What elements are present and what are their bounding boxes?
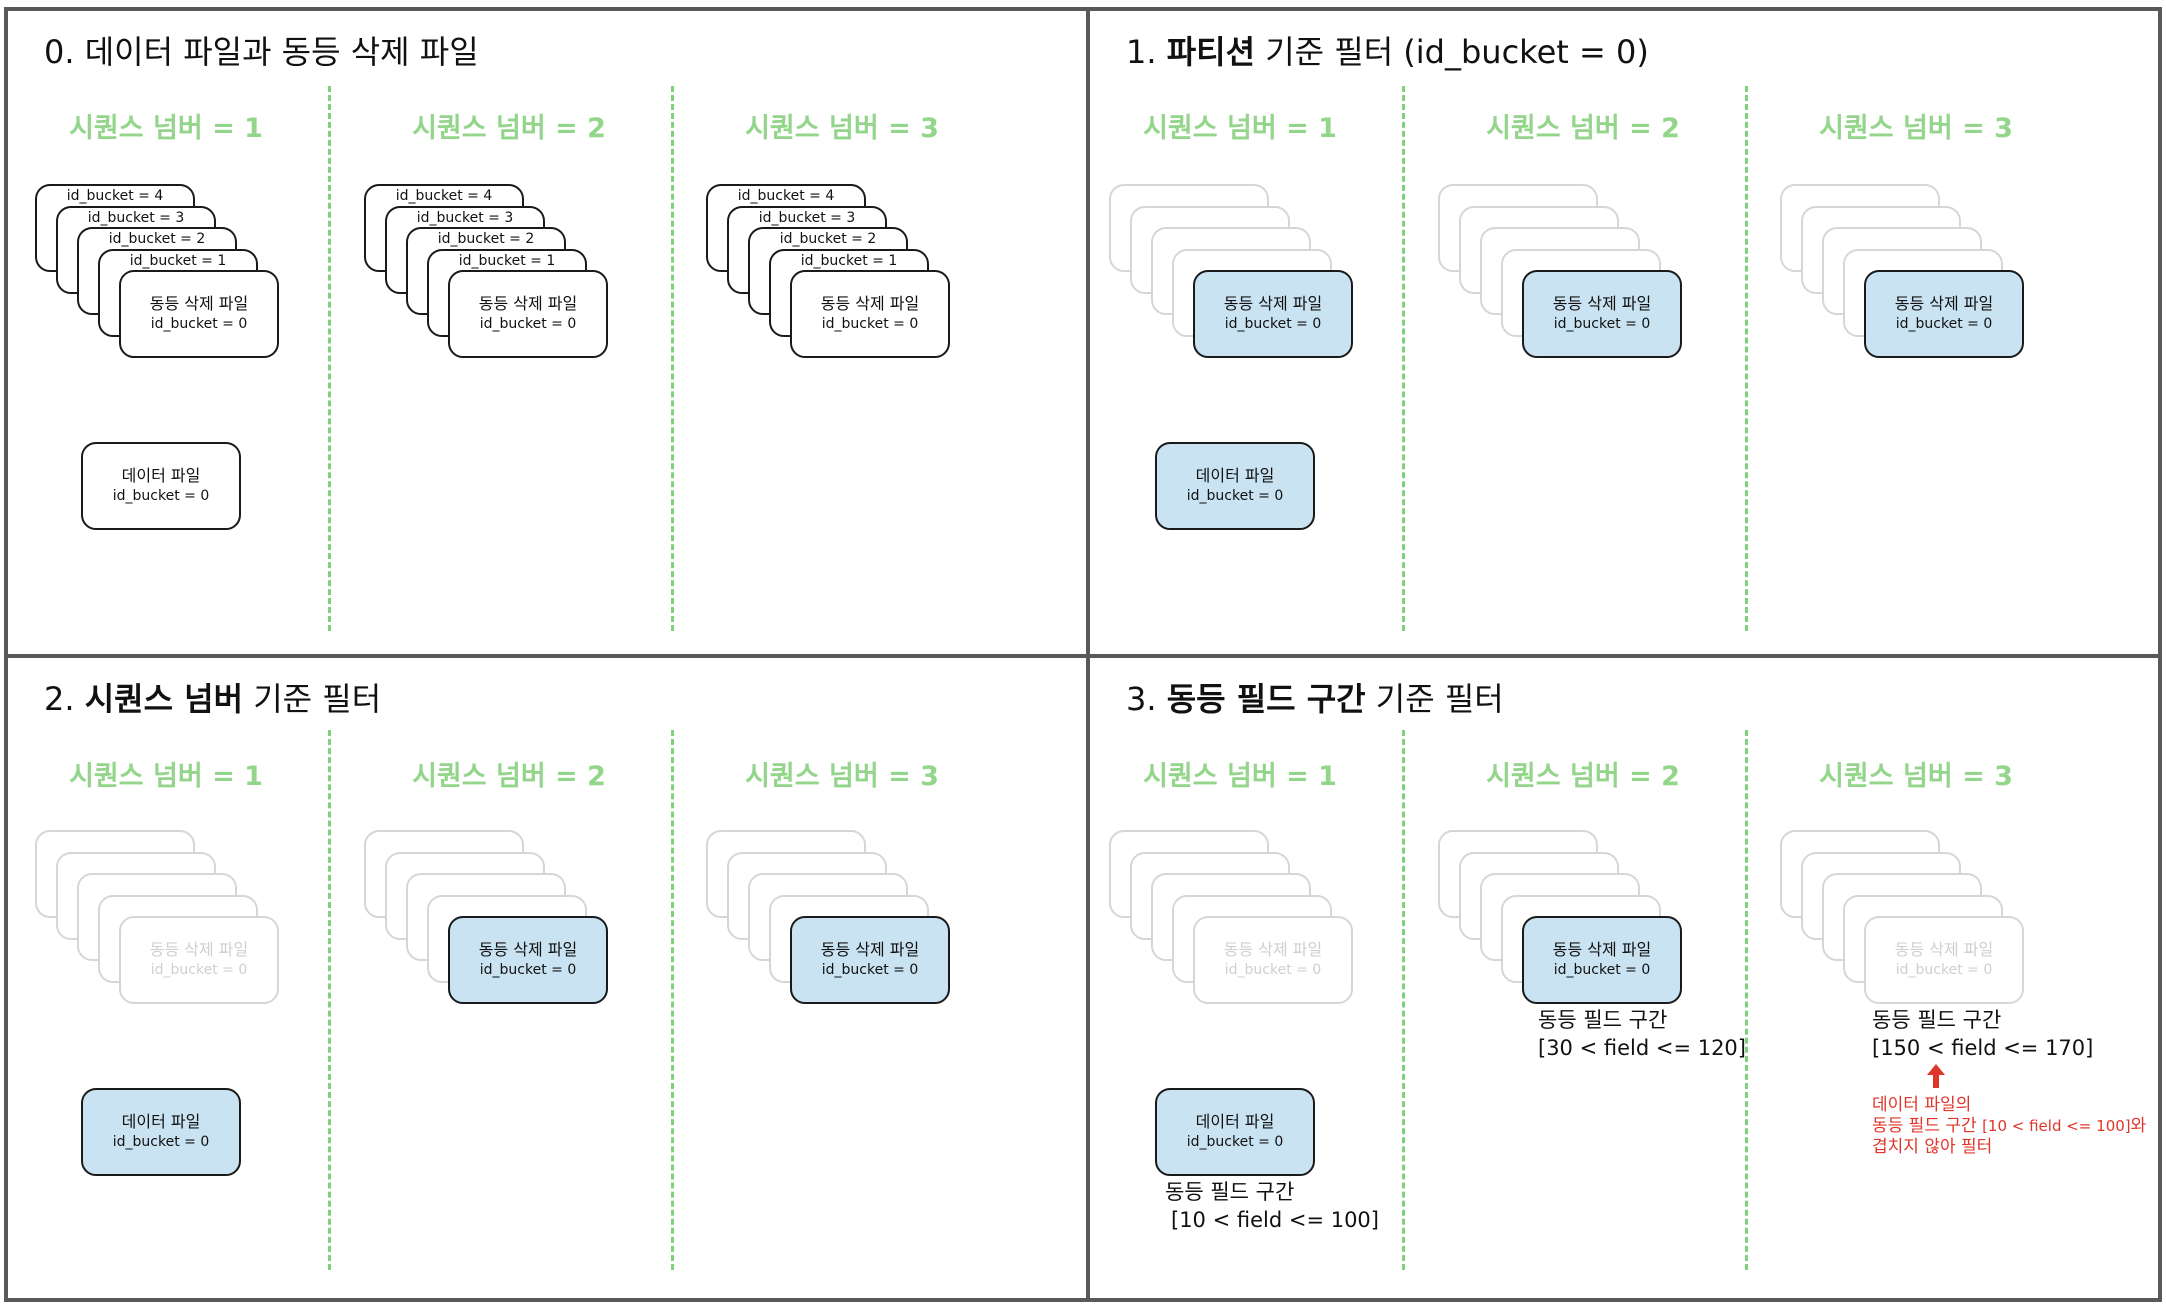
- delete-file-bucket0: 동등 삭제 파일 id_bucket = 0: [448, 916, 608, 1004]
- filter-note-line2: 동등 필드 구간 [10 < field <= 100]와: [1872, 1116, 2147, 1136]
- seq-label-1: 시퀀스 넘버 = 1: [69, 113, 263, 144]
- file-label: 데이터 파일: [121, 466, 201, 485]
- file-label: 데이터 파일: [121, 1112, 201, 1131]
- seq-divider: [1745, 730, 1748, 1270]
- file-label: 데이터 파일: [1195, 1112, 1275, 1131]
- bucket-label: id_bucket = 0: [1895, 316, 1993, 332]
- arrow-up-icon: [1927, 1064, 1945, 1088]
- file-label: 동등 삭제 파일: [1894, 294, 1994, 313]
- filter-note-line3: 겹치지 않아 필터: [1872, 1137, 1993, 1157]
- seq-divider: [1745, 86, 1748, 631]
- seq3-range-label: 동등 필드 구간: [1872, 1008, 2002, 1032]
- seq-label-2: 시퀀스 넘버 = 2: [412, 113, 606, 144]
- data-file: 데이터 파일 id_bucket = 0: [1155, 442, 1315, 530]
- file-label: 동등 삭제 파일: [478, 940, 578, 959]
- filter-note-line1: 데이터 파일의: [1872, 1095, 1972, 1115]
- seq2-range-label: 동등 필드 구간: [1538, 1008, 1668, 1032]
- data-file: 데이터 파일 id_bucket = 0: [81, 442, 241, 530]
- file-label: 동등 삭제 파일: [1223, 294, 1323, 313]
- file-label: 동등 삭제 파일: [149, 940, 249, 959]
- bucket-label: id_bucket = 0: [1553, 316, 1651, 332]
- bucket-label: id_bucket = 2: [779, 231, 877, 247]
- seq-label-2: 시퀀스 넘버 = 2: [1486, 113, 1680, 144]
- delete-file-bucket0-filtered: 동등 삭제 파일 id_bucket = 0: [119, 916, 279, 1004]
- file-label: 데이터 파일: [1195, 466, 1275, 485]
- bucket-label: id_bucket = 3: [758, 210, 856, 226]
- panel-title: 3. 동등 필드 구간 기준 필터: [1126, 680, 1504, 718]
- bucket-label: id_bucket = 1: [800, 253, 898, 269]
- file-label: 동등 삭제 파일: [1552, 940, 1652, 959]
- panel-original-files: 0. 데이터 파일과 동등 삭제 파일 시퀀스 넘버 = 1 시퀀스 넘버 = …: [4, 7, 1090, 658]
- data-file: 데이터 파일 id_bucket = 0: [1155, 1088, 1315, 1176]
- file-label: 동등 삭제 파일: [149, 294, 249, 313]
- panel-sequence-filter: 2. 시퀀스 넘버 기준 필터 시퀀스 넘버 = 1 시퀀스 넘버 = 2 시퀀…: [4, 654, 1090, 1302]
- seq-label-3: 시퀀스 넘버 = 3: [1819, 113, 2013, 144]
- data-file-range-label: 동등 필드 구간: [1165, 1180, 1295, 1204]
- bucket-label: id_bucket = 0: [821, 316, 919, 332]
- bucket-label: id_bucket = 3: [416, 210, 514, 226]
- seq-divider: [671, 86, 674, 631]
- seq-divider: [328, 86, 331, 631]
- bucket-label: id_bucket = 0: [1224, 962, 1322, 978]
- file-label: 동등 삭제 파일: [1552, 294, 1652, 313]
- delete-file-bucket0-filtered: 동등 삭제 파일 id_bucket = 0: [1864, 916, 2024, 1004]
- seq-label-2: 시퀀스 넘버 = 2: [1486, 761, 1680, 792]
- seq-label-1: 시퀀스 넘버 = 1: [1143, 113, 1337, 144]
- delete-file-bucket0: 동등 삭제 파일 id_bucket = 0: [1864, 270, 2024, 358]
- bucket-label: id_bucket = 4: [66, 188, 164, 204]
- seq3-range: [150 < field <= 170]: [1872, 1036, 2094, 1060]
- bucket-label: id_bucket = 0: [112, 488, 210, 504]
- bucket-label: id_bucket = 0: [1553, 962, 1651, 978]
- bucket-label: id_bucket = 0: [479, 316, 577, 332]
- seq-label-1: 시퀀스 넘버 = 1: [1143, 761, 1337, 792]
- bucket-label: id_bucket = 2: [437, 231, 535, 247]
- file-label: 동등 삭제 파일: [820, 940, 920, 959]
- seq-label-3: 시퀀스 넘버 = 3: [745, 761, 939, 792]
- bucket-label: id_bucket = 0: [1186, 1134, 1284, 1150]
- bucket-label: id_bucket = 1: [129, 253, 227, 269]
- bucket-label: id_bucket = 4: [395, 188, 493, 204]
- panel-title: 1. 파티션 기준 필터 (id_bucket = 0): [1126, 33, 1649, 71]
- seq-label-2: 시퀀스 넘버 = 2: [412, 761, 606, 792]
- bucket-label: id_bucket = 1: [458, 253, 556, 269]
- delete-file-bucket0: 동등 삭제 파일 id_bucket = 0: [1522, 916, 1682, 1004]
- seq-label-3: 시퀀스 넘버 = 3: [745, 113, 939, 144]
- seq-divider: [1402, 730, 1405, 1270]
- seq2-range: [30 < field <= 120]: [1538, 1036, 1746, 1060]
- file-label: 동등 삭제 파일: [1223, 940, 1323, 959]
- panel-field-range-filter: 3. 동등 필드 구간 기준 필터 시퀀스 넘버 = 1 시퀀스 넘버 = 2 …: [1086, 654, 2162, 1302]
- data-file-range: [10 < field <= 100]: [1171, 1208, 1379, 1232]
- seq-label-1: 시퀀스 넘버 = 1: [69, 761, 263, 792]
- seq-label-3: 시퀀스 넘버 = 3: [1819, 761, 2013, 792]
- delete-file-bucket0: 동등 삭제 파일 id_bucket = 0: [1193, 270, 1353, 358]
- bucket-label: id_bucket = 0: [150, 316, 248, 332]
- seq-divider: [328, 730, 331, 1270]
- delete-file-bucket0: 동등 삭제 파일 id_bucket = 0: [448, 270, 608, 358]
- bucket-label: id_bucket = 0: [150, 962, 248, 978]
- delete-file-bucket0: 동등 삭제 파일 id_bucket = 0: [119, 270, 279, 358]
- panel-partition-filter: 1. 파티션 기준 필터 (id_bucket = 0) 시퀀스 넘버 = 1 …: [1086, 7, 2162, 658]
- bucket-label: id_bucket = 0: [1224, 316, 1322, 332]
- panel-title: 0. 데이터 파일과 동등 삭제 파일: [44, 33, 479, 71]
- delete-file-bucket0-filtered: 동등 삭제 파일 id_bucket = 0: [1193, 916, 1353, 1004]
- bucket-label: id_bucket = 0: [821, 962, 919, 978]
- file-label: 동등 삭제 파일: [478, 294, 578, 313]
- file-label: 동등 삭제 파일: [1894, 940, 1994, 959]
- bucket-label: id_bucket = 0: [1186, 488, 1284, 504]
- bucket-label: id_bucket = 0: [112, 1134, 210, 1150]
- bucket-label: id_bucket = 4: [737, 188, 835, 204]
- bucket-label: id_bucket = 2: [108, 231, 206, 247]
- file-label: 동등 삭제 파일: [820, 294, 920, 313]
- bucket-label: id_bucket = 0: [1895, 962, 1993, 978]
- panel-title: 2. 시퀀스 넘버 기준 필터: [44, 680, 382, 718]
- delete-file-bucket0: 동등 삭제 파일 id_bucket = 0: [790, 916, 950, 1004]
- seq-divider: [671, 730, 674, 1270]
- bucket-label: id_bucket = 0: [479, 962, 577, 978]
- delete-file-bucket0: 동등 삭제 파일 id_bucket = 0: [1522, 270, 1682, 358]
- data-file: 데이터 파일 id_bucket = 0: [81, 1088, 241, 1176]
- delete-file-bucket0: 동등 삭제 파일 id_bucket = 0: [790, 270, 950, 358]
- seq-divider: [1402, 86, 1405, 631]
- bucket-label: id_bucket = 3: [87, 210, 185, 226]
